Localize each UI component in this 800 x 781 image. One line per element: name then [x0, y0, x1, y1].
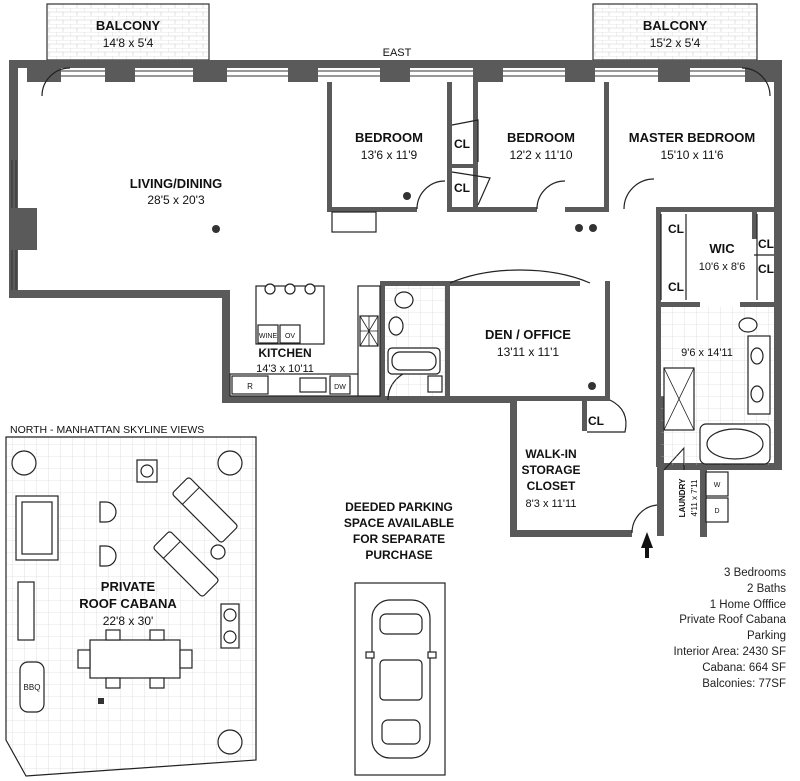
summary-line: 2 Baths — [747, 582, 786, 595]
wine-label: WINE — [259, 333, 278, 340]
property-summary: 3 Bedrooms 2 Baths 1 Home Offfice Privat… — [673, 566, 786, 692]
storage-line-1: WALK-IN — [525, 447, 576, 461]
summary-line: Interior Area: 2430 SF — [673, 645, 786, 658]
labels: BALCONY 14'8 x 5'4 BALCONY 15'2 x 5'4 EA… — [10, 18, 774, 692]
closet-label: CL — [758, 262, 774, 276]
wic-name: WIC — [709, 241, 735, 256]
summary-line: Parking — [747, 630, 786, 643]
storage-size: 8'3 x 11'11 — [526, 498, 577, 510]
dishwasher-label: DW — [334, 384, 346, 391]
hall-bath — [385, 286, 445, 396]
summary-line: Balconies: 77SF — [702, 677, 786, 690]
washer-label: W — [714, 482, 721, 489]
cabana-size: 22'8 x 30' — [103, 614, 154, 628]
living-name: LIVING/DINING — [130, 176, 222, 191]
closet-label: CL — [758, 237, 774, 251]
master-name: MASTER BEDROOM — [629, 130, 755, 145]
master-size: 15'10 x 11'6 — [660, 148, 723, 162]
living-size: 28'5 x 20'3 — [147, 193, 205, 207]
bedroom2-name: BEDROOM — [507, 130, 575, 145]
cabana-line-1: PRIVATE — [101, 579, 156, 594]
parking-line-2: SPACE AVAILABLE — [344, 516, 454, 530]
summary-line: 1 Home Offfice — [709, 598, 786, 611]
compass-east: EAST — [383, 47, 412, 59]
windows — [11, 70, 745, 290]
summary-line: 3 Bedrooms — [723, 567, 786, 579]
wic-size: 10'6 x 8'6 — [699, 261, 745, 273]
balcony-left — [46, 3, 210, 61]
parking-line-4: PURCHASE — [365, 548, 432, 562]
cabana-line-2: ROOF CABANA — [79, 596, 177, 611]
storage-line-2: STORAGE — [521, 463, 580, 477]
roof-cabana — [5, 436, 257, 777]
parking-space — [354, 582, 446, 776]
bedroom-shelf — [331, 211, 377, 233]
closet-label: CL — [668, 222, 684, 236]
bbq-label: BBQ — [24, 683, 41, 692]
summary-line: Private Roof Cabana — [679, 614, 786, 627]
exterior-walls — [9, 60, 782, 537]
balcony-left-size: 14'8 x 5'4 — [103, 36, 154, 50]
balcony-right-name: BALCONY — [643, 18, 708, 33]
master-bath — [661, 307, 774, 465]
kitchen-name: KITCHEN — [258, 346, 311, 360]
closet-label: CL — [454, 181, 470, 195]
parking-line-3: FOR SEPARATE — [353, 532, 445, 546]
den-size: 13'11 x 11'1 — [497, 345, 560, 359]
refrigerator-label: R — [247, 382, 253, 391]
ceiling-lights — [212, 192, 597, 390]
master-bath-size: 9'6 x 14'11 — [681, 347, 733, 359]
laundry-size: 4'11 x 7'11 — [690, 479, 699, 517]
closet-label: CL — [588, 414, 604, 428]
interior-walls — [327, 82, 774, 467]
kitchen-fixtures — [229, 283, 381, 397]
closet-label: CL — [668, 280, 684, 294]
parking-line-1: DEEDED PARKING — [345, 500, 453, 514]
summary-line: Cabana: 664 SF — [702, 661, 786, 674]
laundry-name: LAUNDRY — [678, 478, 687, 517]
compass-north: NORTH - MANHATTAN SKYLINE VIEWS — [10, 424, 204, 436]
storage-line-3: CLOSET — [527, 479, 576, 493]
balcony-right — [592, 3, 758, 61]
bedroom2-size: 12'2 x 11'10 — [509, 148, 572, 162]
balcony-left-name: BALCONY — [96, 18, 161, 33]
bedroom1-name: BEDROOM — [355, 130, 423, 145]
laundry-units — [705, 471, 729, 523]
bedroom1-size: 13'6 x 11'9 — [361, 148, 418, 162]
oven-label: OV — [285, 333, 295, 340]
balcony-right-size: 15'2 x 5'4 — [650, 36, 701, 50]
wic-closets — [660, 214, 774, 300]
dryer-label: D — [714, 508, 719, 515]
closet-label: CL — [454, 137, 470, 151]
entry-arrow — [641, 532, 653, 558]
kitchen-size: 14'3 x 10'11 — [256, 363, 314, 375]
doors — [41, 67, 771, 534]
den-name: DEN / OFFICE — [485, 327, 571, 342]
